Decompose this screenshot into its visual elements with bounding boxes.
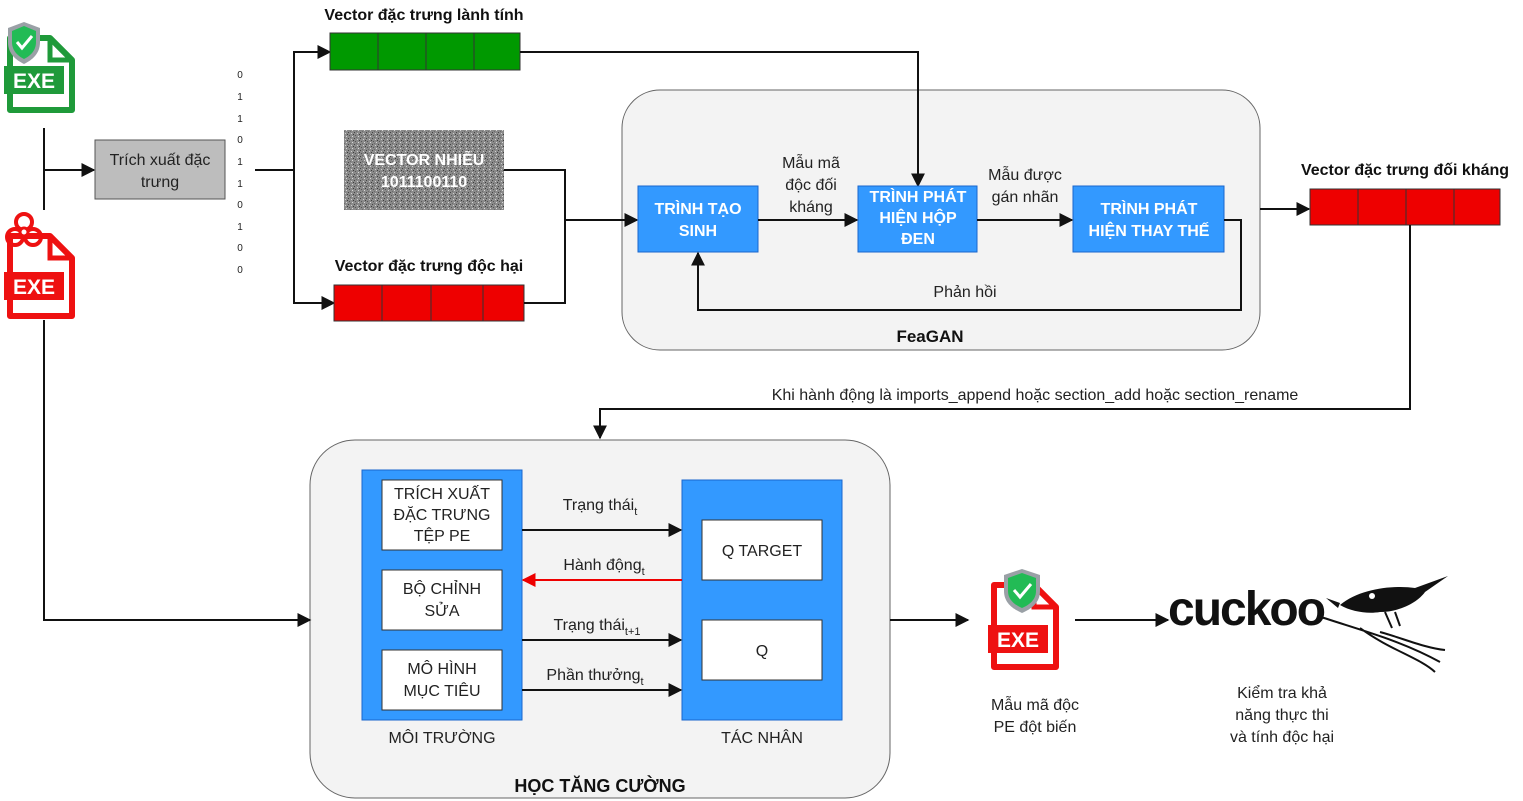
benign-exe-icon: EXE: [4, 22, 75, 113]
bit: 0: [237, 70, 243, 81]
edge-to-malicious-vector: [293, 170, 336, 310]
biohazard-icon: [5, 212, 43, 247]
agent-panel: [681, 479, 843, 721]
agent-label: TÁC NHÂN: [721, 728, 803, 747]
edge-adversarial-to-rl: [593, 225, 1411, 440]
edge-noise-to-generator: [504, 169, 639, 227]
bit: 0: [237, 265, 243, 276]
edge-feedback: [691, 219, 1242, 311]
edge-benign-to-blackbox: [520, 51, 925, 188]
env-target-model-label-2: MỤC TIÊU: [403, 681, 480, 700]
adversarial-vector: [1309, 188, 1501, 226]
substitute-detector-node: [1072, 185, 1225, 253]
noise-vector-label: VECTOR NHIỄU: [364, 150, 485, 169]
edge-label-labeled-samples: Mẫu được: [988, 165, 1062, 184]
benign-vector: [329, 32, 521, 71]
benign-vector-label: Vector đặc trưng lành tính: [324, 7, 523, 24]
noise-vector-box: [344, 130, 504, 210]
edge-to-benign-vector: [293, 45, 332, 170]
q-target-label: Q TARGET: [722, 543, 803, 560]
mutated-sample-label-2: PE đột biến: [994, 719, 1077, 736]
bit-column: 0 1 1 0 1 1 0 1 0 0: [237, 70, 243, 276]
blackbox-label-3: ĐEN: [901, 231, 935, 248]
malicious-vector: [333, 284, 525, 322]
malicious-vector-label: Vector đặc trưng độc hại: [335, 258, 524, 275]
edge-label-labeled-samples-2: gán nhãn: [992, 189, 1059, 206]
generator-node: [637, 185, 759, 253]
extract-features-label-2: trưng: [141, 174, 179, 191]
substitute-label-2: HIỆN THAY THẾ: [1089, 221, 1210, 240]
condition-label: Khi hành động là imports_append hoặc sec…: [772, 387, 1299, 404]
mutated-exe-icon: EXE: [988, 569, 1059, 670]
cuckoo-caption-2: năng thực thi: [1235, 707, 1328, 724]
svg-text:EXE: EXE: [13, 70, 55, 93]
bit: 1: [237, 179, 243, 190]
bit: 0: [237, 135, 243, 146]
cuckoo-bird-icon: [1317, 576, 1448, 673]
edge-label-adversarial-samples-2: độc đối: [785, 177, 837, 194]
svg-text:EXE: EXE: [997, 629, 1039, 652]
edge-label-adversarial-samples-3: kháng: [789, 199, 833, 216]
action-t-label: Hành độngt: [563, 557, 644, 578]
bit: 1: [237, 114, 243, 125]
adversarial-vector-label: Vector đặc trưng đối kháng: [1301, 162, 1509, 179]
bit: 0: [237, 200, 243, 211]
edge-malware-to-rl: [43, 320, 312, 627]
feedback-label: Phản hồi: [933, 284, 996, 301]
bit: 1: [237, 157, 243, 168]
environment-label: MÔI TRƯỜNG: [388, 728, 495, 747]
extract-features-box: [94, 139, 226, 200]
blackbox-label-2: HIỆN HỘP: [879, 208, 957, 227]
bit: 0: [237, 243, 243, 254]
cuckoo-logo-text: cuckoo: [1168, 583, 1325, 636]
edge-malicious-to-generator: [524, 220, 566, 304]
substitute-label: TRÌNH PHÁT: [1101, 199, 1198, 218]
env-feature-extract-label-3: TỆP PE: [414, 526, 471, 545]
env-feature-extract-label: TRÍCH XUẤT: [394, 484, 490, 503]
env-target-model-box: [381, 649, 503, 711]
edge-label-adversarial-samples: Mẫu mã: [782, 153, 840, 172]
generator-label-2: SINH: [679, 223, 717, 240]
q-target-box: [701, 519, 823, 581]
env-editor-label-2: SỬA: [424, 601, 459, 620]
env-editor-label: BỘ CHỈNH: [403, 579, 481, 598]
state-t1-label: Trạng tháit+1: [553, 617, 640, 638]
q-label: Q: [756, 643, 768, 660]
bit: 1: [237, 92, 243, 103]
reward-t-label: Phần thưởngt: [546, 667, 643, 688]
malware-exe-icon: EXE: [4, 212, 75, 319]
mutated-sample-label: Mẫu mã độc: [991, 695, 1079, 714]
cuckoo-caption-3: và tính độc hại: [1230, 729, 1334, 746]
bit: 1: [237, 222, 243, 233]
state-t-label: Trạng tháit: [563, 497, 638, 518]
feagan-title: FeaGAN: [896, 327, 963, 346]
env-feature-extract-label-2: ĐẶC TRƯNG: [394, 505, 491, 524]
cuckoo-logo: cuckoo: [1168, 576, 1448, 673]
svg-text:EXE: EXE: [13, 276, 55, 299]
blackbox-label: TRÌNH PHÁT: [870, 187, 967, 206]
env-editor-box: [381, 569, 503, 631]
cuckoo-caption: Kiểm tra khả: [1237, 684, 1327, 702]
generator-label: TRÌNH TẠO: [654, 199, 741, 218]
env-target-model-label: MÔ HÌNH: [407, 659, 476, 678]
env-feature-extract-box: [381, 479, 503, 551]
rl-title: HỌC TĂNG CƯỜNG: [514, 775, 685, 796]
q-box: [701, 619, 823, 681]
extract-features-label: Trích xuất đặc: [110, 152, 211, 169]
noise-vector-bits: 1011100110: [381, 174, 467, 191]
